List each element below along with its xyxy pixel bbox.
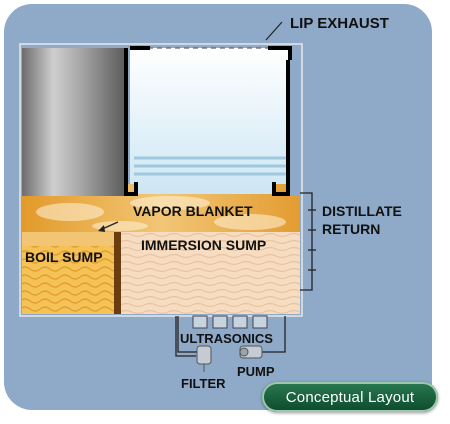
boil-sump-top: [22, 232, 114, 246]
lip-exhaust-leader: [265, 21, 283, 41]
tank-outline: [19, 43, 303, 317]
sump-divider: [114, 232, 121, 314]
boil-sump: [22, 240, 114, 314]
flow-arrow-head: [98, 225, 105, 232]
ultrasonics-label: ULTRASONICS: [180, 331, 273, 346]
filter-icon: [196, 345, 212, 372]
return-label: RETURN: [322, 221, 380, 237]
pump-icon: [239, 345, 263, 359]
immersion-sump-label: IMMERSION SUMP: [141, 237, 266, 253]
immersion-sump: [120, 232, 300, 314]
filter-label: FILTER: [181, 376, 226, 391]
conceptual-layout-badge: Conceptual Layout: [262, 382, 438, 412]
work-tank: [130, 48, 290, 194]
vapor-clouds: [36, 196, 286, 231]
condenser-column: [22, 48, 126, 196]
pump-label: PUMP: [237, 364, 275, 379]
ultrasonic-transducers: [192, 315, 268, 329]
distillate-label: DISTILLATE: [322, 203, 402, 219]
distillate-line: [300, 192, 316, 291]
vapor-blanket-label: VAPOR BLANKET: [133, 203, 253, 219]
boil-sump-label: BOIL SUMP: [25, 249, 103, 265]
tank-walls: [124, 46, 292, 196]
lip-exhaust-label: LIP EXHAUST: [290, 15, 389, 32]
cooling-coils: [134, 156, 288, 176]
